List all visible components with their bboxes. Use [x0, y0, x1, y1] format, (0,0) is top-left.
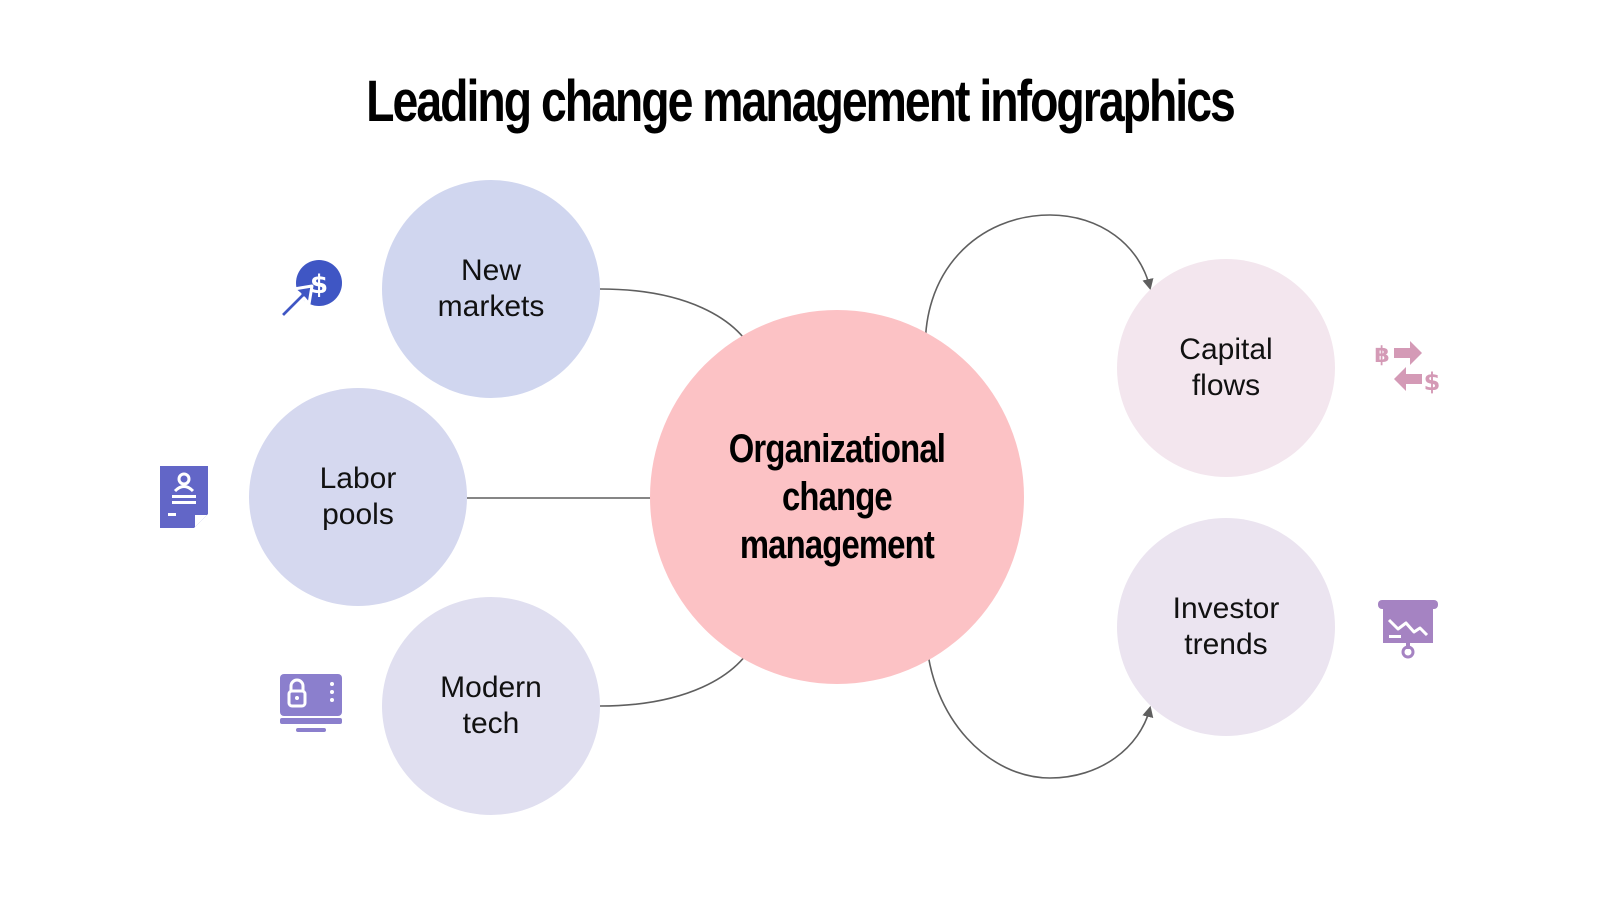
center-line-3: management: [739, 523, 935, 567]
dollar-growth-arrow-icon: $: [278, 260, 342, 320]
svg-text:฿: ฿: [1374, 343, 1389, 368]
node-new-markets: New markets: [382, 180, 600, 398]
node-label-line-1: Capital: [1179, 333, 1273, 366]
arrow-capital-flows: [924, 214, 1154, 363]
page-title: Leading change management infographics: [366, 69, 1236, 134]
node-label-line-1: Investor: [1172, 592, 1280, 625]
node-label-line-2: flows: [1191, 369, 1261, 402]
node-label-line-2: trends: [1184, 628, 1268, 661]
presentation-chart-icon: [1378, 600, 1438, 659]
center-node-organizational-change-management: Organizational change management: [650, 310, 1024, 684]
arrow-investor-trends: [925, 633, 1154, 779]
node-label-line-1: New: [460, 254, 521, 287]
resume-document-icon: [160, 466, 208, 528]
node-label-line-1: Modern: [440, 671, 542, 704]
node-capital-flows: Capital flows: [1117, 259, 1335, 477]
node-labor-pools: Labor pools: [249, 388, 467, 606]
center-line-1: Organizational: [728, 427, 946, 471]
node-label-line-2: markets: [437, 290, 545, 323]
node-label-line-2: tech: [462, 707, 520, 740]
node-investor-trends: Investor trends: [1117, 518, 1335, 736]
node-label-line-1: Labor: [319, 462, 397, 495]
svg-text:$: $: [310, 270, 328, 300]
node-label-line-2: pools: [322, 498, 394, 531]
center-line-2: change: [782, 475, 893, 519]
crypto-exchange-icon: ฿ $: [1374, 341, 1441, 396]
node-modern-tech: Modern tech: [382, 597, 600, 815]
locked-monitor-icon: [280, 674, 342, 732]
svg-text:$: $: [1424, 368, 1441, 396]
